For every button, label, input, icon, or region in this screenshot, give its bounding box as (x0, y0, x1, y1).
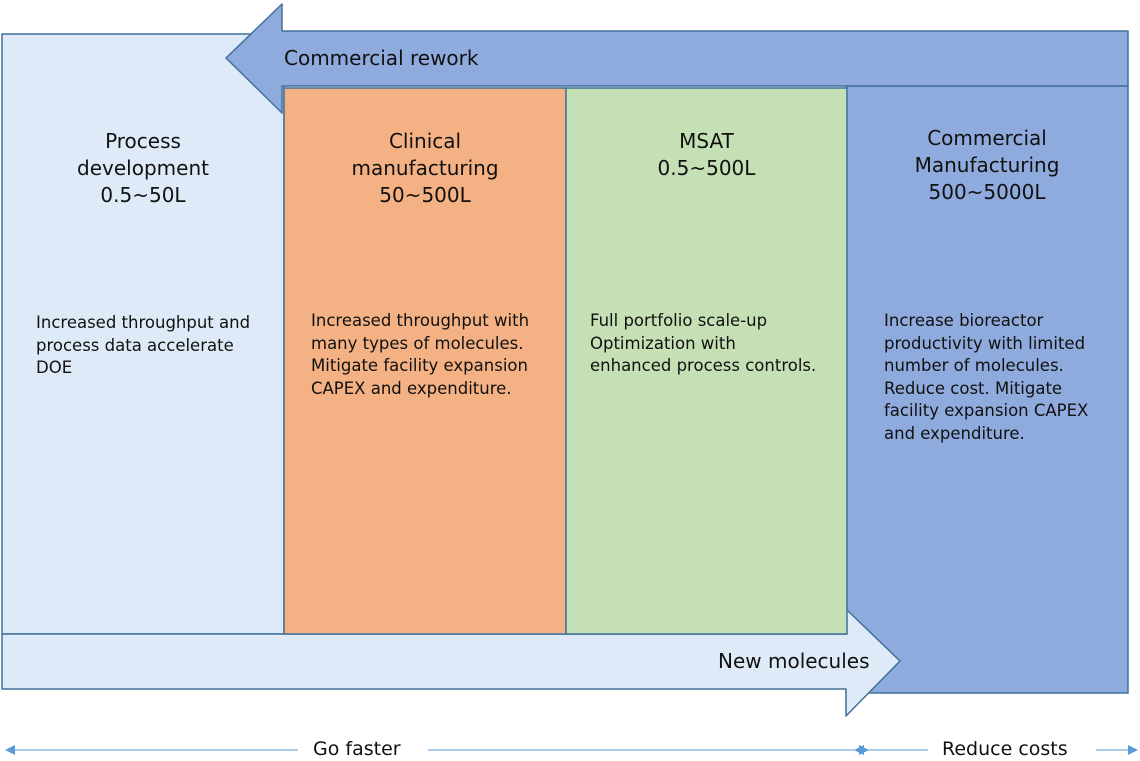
body-line: CAPEX and expenditure. (311, 378, 512, 398)
commercial-manufacturing-column: Commercial Manufacturing 500~5000L Incre… (846, 86, 1128, 693)
title-line: 0.5~50L (100, 183, 186, 207)
body-line: facility expansion CAPEX (884, 401, 1089, 420)
commercial-rework-label: Commercial rework (284, 46, 479, 70)
body-line: Increased throughput and (36, 313, 251, 332)
msat-description: Full portfolio scale-up Optimization wit… (590, 310, 816, 378)
process-development-panel (1, 33, 285, 635)
title-line: Process (105, 129, 181, 153)
body-line: and expenditure. (884, 423, 1025, 443)
title-line: Manufacturing (914, 153, 1060, 177)
msat-panel (565, 87, 848, 635)
body-line: Increased throughput with (311, 311, 530, 330)
title-line: Clinical (388, 129, 462, 153)
body-line: enhanced process controls. (590, 356, 817, 375)
clinical-manufacturing-panel (283, 87, 567, 635)
body-line: Optimization with (590, 333, 736, 353)
body-line: Increase bioreactor (884, 311, 1044, 330)
commercial-manufacturing-panel (845, 85, 1129, 694)
title-line: 50~500L (379, 183, 471, 207)
body-line: number of molecules. (884, 356, 1064, 375)
body-line: Full portfolio scale-up (590, 311, 768, 330)
title-line: Commercial (927, 126, 1047, 150)
body-line: process data accelerate (36, 335, 234, 355)
title-line: MSAT (679, 129, 734, 153)
new-molecules-label: New molecules (718, 649, 870, 673)
title-line: 500~5000L (928, 180, 1046, 204)
commercial-manufacturing-title: Commercial Manufacturing 500~5000L (846, 125, 1128, 206)
title-line: manufacturing (351, 156, 499, 180)
process-development-column: Process development 0.5~50L Increased th… (2, 34, 284, 634)
title-line: 0.5~500L (657, 156, 756, 180)
reduce-costs-label: Reduce costs (942, 738, 1068, 760)
go-faster-label: Go faster (313, 738, 401, 760)
msat-column: MSAT 0.5~500L Full portfolio scale-up Op… (566, 88, 847, 634)
title-line: development (77, 156, 209, 180)
commercial-manufacturing-description: Increase bioreactor productivity with li… (884, 310, 1088, 445)
body-line: DOE (36, 358, 73, 377)
clinical-manufacturing-title: Clinical manufacturing 50~500L (284, 128, 566, 209)
body-line: many types of molecules. (311, 333, 524, 353)
body-line: Reduce cost. Mitigate (884, 378, 1063, 398)
clinical-manufacturing-description: Increased throughput with many types of … (311, 310, 529, 400)
body-line: productivity with limited (884, 333, 1086, 353)
process-development-description: Increased throughput and process data ac… (36, 312, 250, 380)
commercial-rework-arrow (225, 3, 1129, 114)
clinical-manufacturing-column: Clinical manufacturing 50~500L Increased… (284, 88, 566, 634)
msat-title: MSAT 0.5~500L (566, 128, 847, 182)
process-development-title: Process development 0.5~50L (2, 128, 284, 209)
body-line: Mitigate facility expansion (311, 356, 528, 375)
